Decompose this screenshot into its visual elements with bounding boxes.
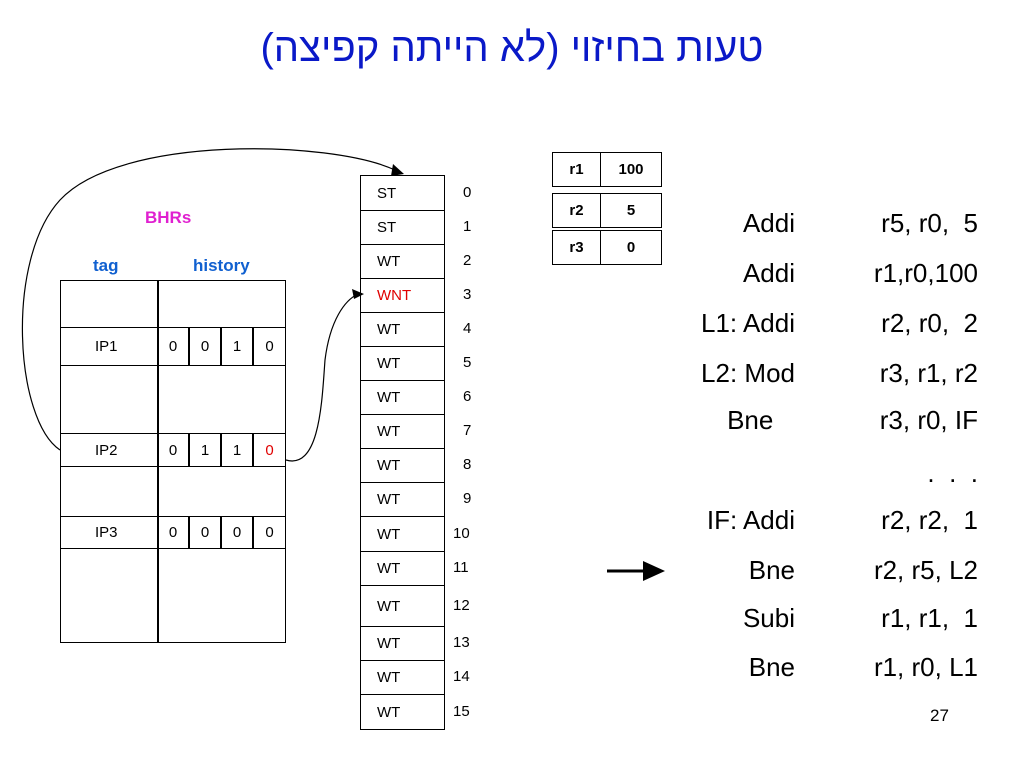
code-op: Addi [742,258,795,288]
code-args: r3, r1, r2 [879,358,978,388]
code-args: r1,r0,100 [873,258,978,288]
pattern-entry: WNT [360,278,445,313]
bhr-tag-cell: IP3 [60,516,158,549]
code-args: . . . [927,458,978,488]
pattern-index: 3 [463,286,472,303]
pattern-index: 1 [463,218,472,235]
register-value: 0 [600,230,662,265]
pattern-entry: WT [360,482,445,517]
pattern-entry: WT [360,346,445,381]
ip2-to-index-3-connector [285,293,359,462]
pattern-index: 15 [453,702,470,720]
code-op: IF: Addi [706,505,795,535]
code-args: r2, r0, 2 [881,308,978,338]
pattern-entry: WT [360,312,445,347]
code-args: r5, r0, 5 [881,208,978,238]
pattern-entry: WT [360,694,445,730]
pattern-entry: ST [360,175,445,211]
history-bit: 0 [189,327,221,366]
pattern-index: 5 [463,354,472,371]
history-bit: 0 [221,516,253,549]
pattern-index: 8 [463,456,472,473]
code-args: r2, r2, 1 [881,505,978,535]
code-args: r3, r0, IF [879,405,978,435]
history-bit: 0 [253,516,286,549]
pattern-entry: WT [360,244,445,279]
history-bit: 0 [253,327,286,366]
register-value: 100 [600,152,662,187]
history-bit: 0 [253,433,286,467]
pattern-index: 7 [463,422,472,439]
pattern-index: 14 [453,668,470,685]
pattern-entry: WT [360,516,445,552]
code-op: Bne [748,652,795,682]
pattern-index: 0 [463,183,472,201]
pattern-index: 2 [463,252,472,269]
slide-title: טעות בחיזוי (לא הייתה קפיצה) [260,26,764,70]
history-bit: 0 [157,516,189,549]
code-op: Bne [727,405,795,435]
pattern-index: 12 [453,596,470,614]
code-args: r2, r5, L2 [873,555,978,585]
bhrs-label: BHRs [145,208,192,227]
history-bit: 1 [189,433,221,467]
code-op: Bne [748,555,795,585]
code-op: L2: Mod [701,358,795,388]
register-value: 5 [600,193,662,228]
code-op: Addi [742,208,795,238]
pattern-index: 4 [463,320,472,337]
pattern-entry: WT [360,380,445,415]
register-name: r2 [552,193,601,228]
pattern-entry: WT [360,448,445,483]
pattern-entry: WT [360,551,445,586]
pattern-entry: WT [360,585,445,627]
pattern-index: 6 [463,388,472,405]
pattern-entry: WT [360,626,445,661]
current-instruction-arrow-icon [607,561,665,581]
pattern-index: 13 [453,634,470,651]
pattern-entry: WT [360,660,445,695]
tag-header: tag [93,256,119,275]
history-bit: 0 [157,433,189,467]
page-number: 27 [930,706,949,725]
history-header: history [193,256,250,275]
register-name: r1 [552,152,601,187]
pattern-index: 10 [453,524,470,542]
code-args: r1, r0, L1 [873,652,978,682]
bhr-tag-cell: IP2 [60,433,158,467]
code-op: L1: Addi [701,308,795,338]
history-bit: 0 [189,516,221,549]
pattern-entry: WT [360,414,445,449]
register-name: r3 [552,230,601,265]
code-op: Subi [742,603,795,633]
history-bit: 1 [221,327,253,366]
history-bit: 1 [221,433,253,467]
bhr-tag-cell: IP1 [60,327,158,366]
history-bit: 0 [157,327,189,366]
code-args: r1, r1, 1 [881,603,978,633]
pattern-entry: ST [360,210,445,245]
pattern-index: 11 [453,559,469,576]
pattern-index: 9 [463,490,472,507]
